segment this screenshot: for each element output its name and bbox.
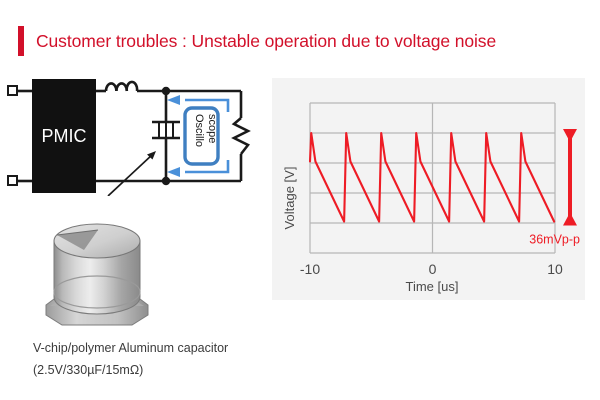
page-title-text: Customer troubles : Unstable operation d…	[36, 30, 497, 51]
capacitor-photo	[32, 205, 162, 330]
peak-to-peak-label: 36mVp-p	[529, 233, 580, 247]
node-bottom	[161, 176, 171, 186]
capacitor-top	[53, 223, 141, 259]
resistor	[231, 117, 251, 155]
x-axis-label: Time [us]	[406, 279, 459, 294]
x-tick-label: 0	[429, 261, 437, 277]
oscilloscope-label-line2: scope	[206, 114, 218, 143]
arrow-head	[563, 212, 577, 226]
capacitor-pointer-arrow	[107, 151, 156, 196]
node-top	[161, 86, 171, 96]
pmic-block: PMIC	[32, 79, 96, 193]
caption-line-1: V-chip/polymer Aluminum capacitor	[33, 341, 229, 355]
photo-caption: V-chip/polymer Aluminum capacitor (2.5V/…	[33, 338, 228, 382]
probe-arrowheads	[167, 95, 180, 177]
chart-gridlines	[309, 102, 556, 254]
oscilloscope-box: Oscillo scope	[183, 106, 220, 166]
caption-line-2: (2.5V/330µF/15mΩ)	[33, 362, 144, 377]
x-axis-tick-labels: -10 0 10	[300, 261, 563, 277]
waveform-chart-panel: -10 0 10 Time [us] Voltage [V] 36mVp-p	[272, 78, 585, 300]
inductor	[104, 80, 139, 92]
capacitor-body	[53, 240, 141, 315]
y-axis-label: Voltage [V]	[282, 167, 297, 230]
terminal-bottom	[7, 175, 18, 186]
voltage-ripple-trace	[308, 131, 556, 223]
x-tick-label: 10	[547, 261, 563, 277]
arrow-head	[563, 129, 577, 142]
terminal-top	[7, 85, 18, 96]
oscilloscope-label-line1: Oscillo	[193, 114, 205, 147]
peak-to-peak-arrow	[563, 129, 577, 226]
circuit-diagram: PMIC	[0, 76, 275, 196]
pmic-label: PMIC	[42, 126, 87, 146]
title-accent-bar	[18, 26, 24, 56]
x-tick-label: -10	[300, 261, 320, 277]
probe-leads	[185, 98, 230, 174]
capacitor	[152, 120, 180, 140]
waveform-chart: -10 0 10 Time [us] Voltage [V] 36mVp-p	[282, 102, 580, 294]
page-title: Customer troubles : Unstable operation d…	[18, 26, 496, 56]
